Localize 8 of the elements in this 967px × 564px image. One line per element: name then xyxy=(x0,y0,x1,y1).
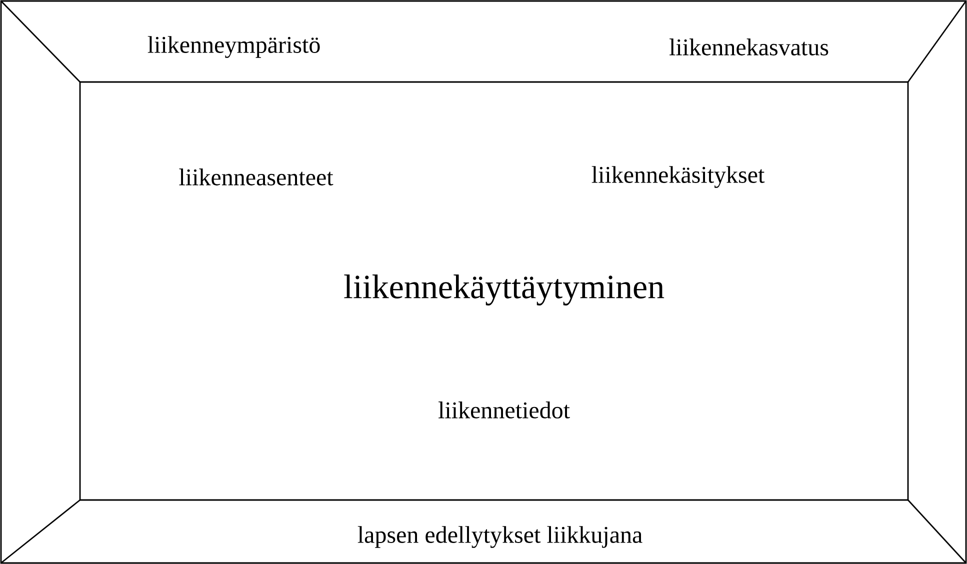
band-label: liikenneympäristö xyxy=(148,36,320,58)
concept-label: liikennekäsitykset xyxy=(592,166,765,188)
concept-label: liikenneasenteet xyxy=(179,168,334,186)
band-label: lapsen edellytykset liikkujana xyxy=(358,526,642,548)
band-label: liikennekasvatus xyxy=(670,38,828,56)
main-concept-label: liikennekäyttäytyminen xyxy=(344,274,664,306)
concept-label: liikennetiedot xyxy=(438,402,570,418)
center-box xyxy=(79,81,909,501)
